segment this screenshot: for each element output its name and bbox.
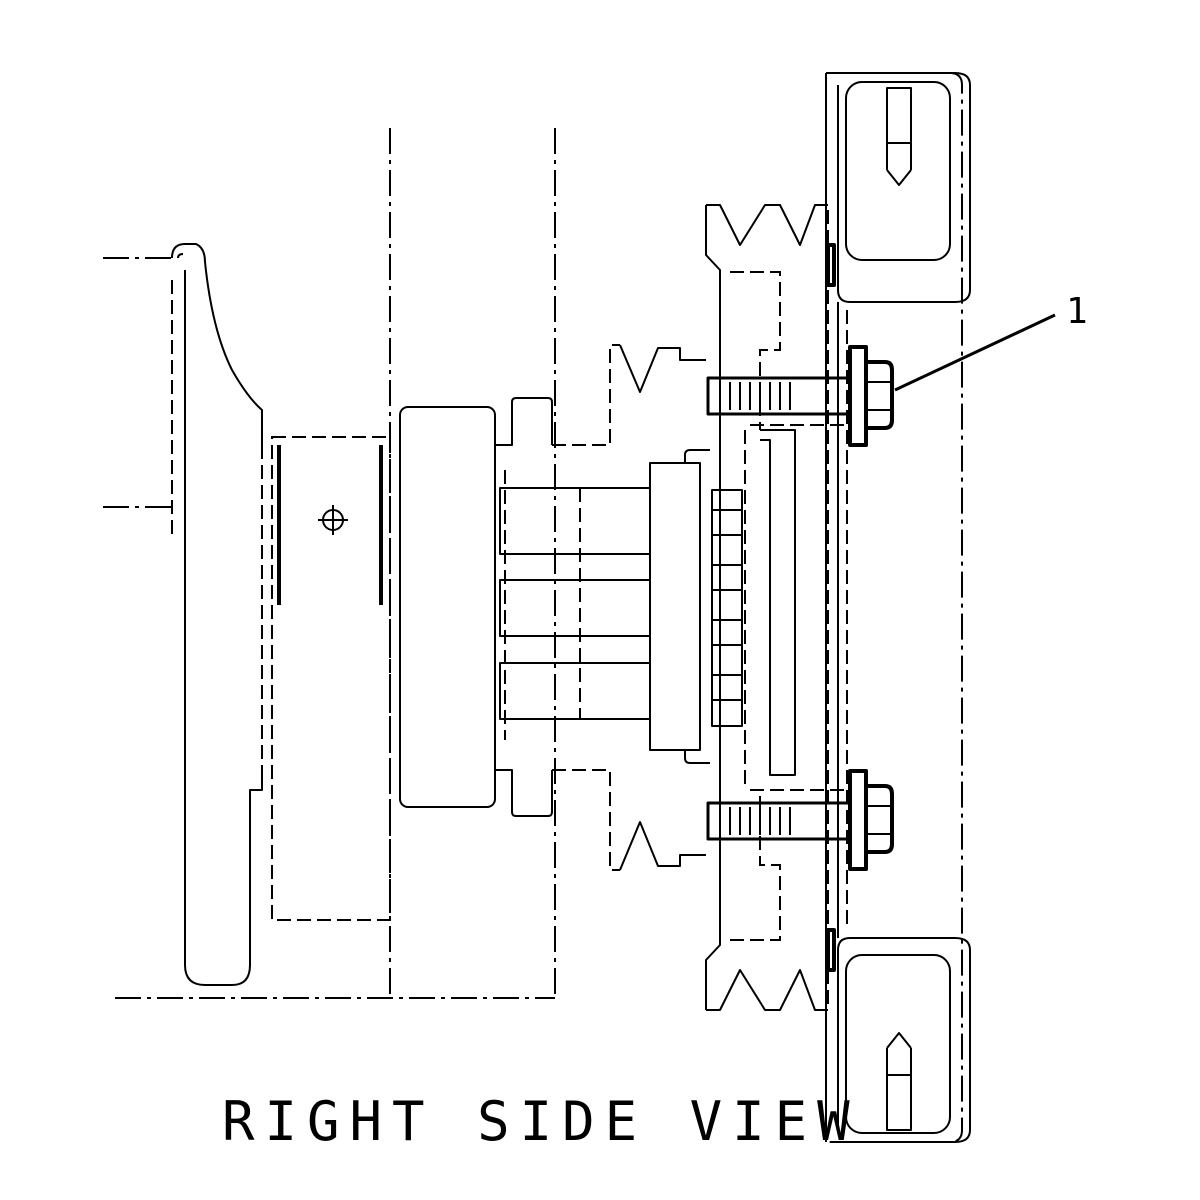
shaft-assembly [499, 449, 710, 764]
callout-1: 1 [894, 291, 1088, 392]
housing-profile [171, 243, 263, 986]
shaft-nut [711, 489, 743, 727]
alternator-body [399, 344, 620, 871]
tensioner-block-upper [845, 81, 951, 261]
centerline-symbol [318, 505, 348, 535]
pulley [619, 204, 829, 1011]
right-bracket [825, 72, 971, 1143]
callout-leader-line [894, 313, 1056, 392]
mounting-bolt-upper [706, 345, 894, 447]
view-title: RIGHT SIDE VIEW [222, 1090, 860, 1153]
tensioner-block-lower [845, 954, 951, 1134]
mounting-bolt-lower [706, 769, 894, 871]
engine-block-outline [103, 128, 556, 999]
mounting-bracket [271, 436, 391, 921]
callout-number: 1 [1066, 291, 1088, 332]
bearing-plate [750, 424, 850, 791]
